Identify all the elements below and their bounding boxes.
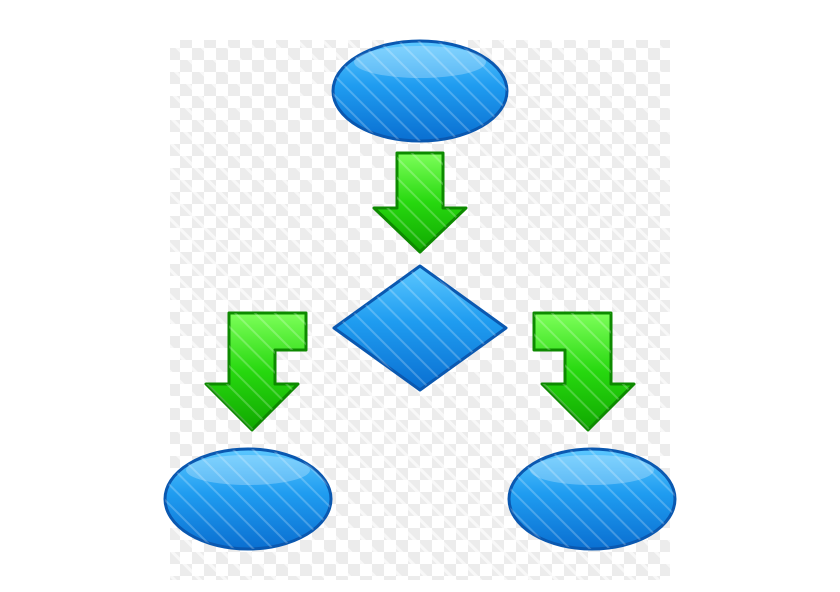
end-node-ellipse-right — [507, 447, 677, 551]
start-node-ellipse — [331, 39, 509, 143]
bent-down-left-arrow-icon — [204, 311, 308, 432]
decision-node-diamond — [332, 264, 508, 392]
straight-down-arrow-icon — [372, 151, 468, 254]
end-node-ellipse-left — [163, 447, 333, 551]
bent-down-right-arrow-icon — [532, 311, 636, 432]
